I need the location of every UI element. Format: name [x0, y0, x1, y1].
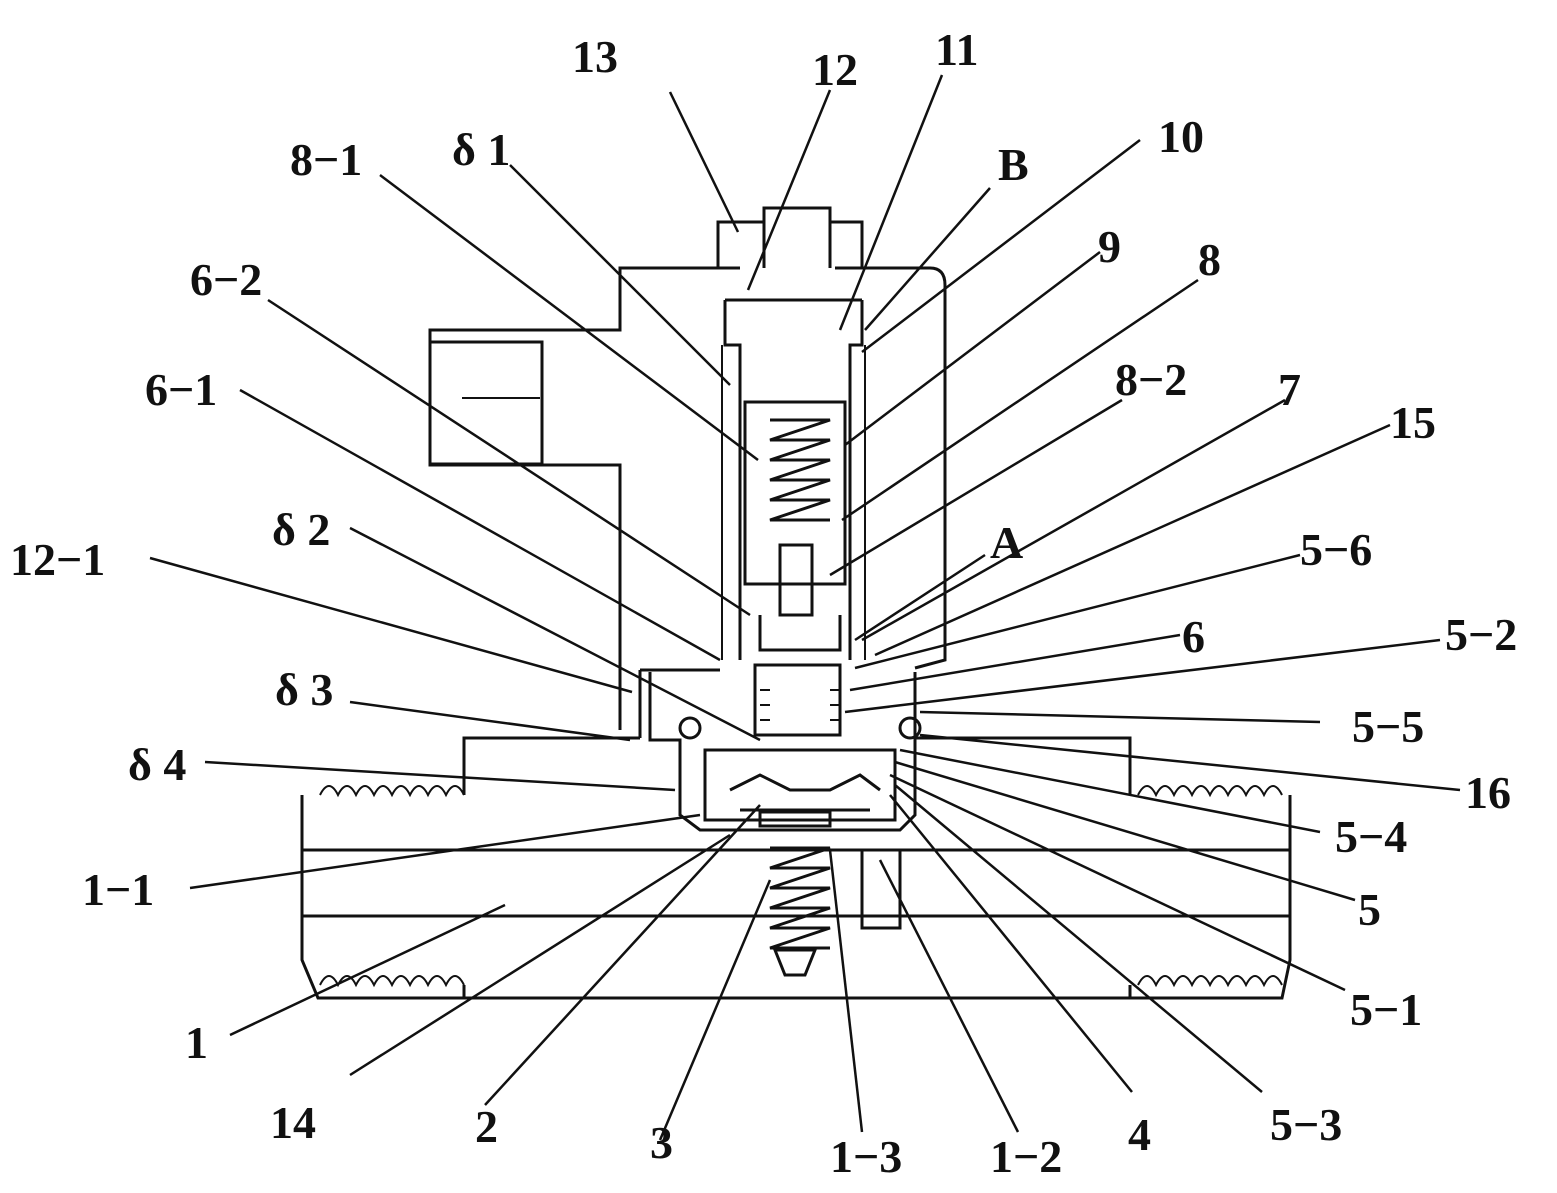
label-A: A [990, 517, 1023, 568]
label-6-1: 6−1 [145, 364, 217, 415]
label-7: 7 [1278, 364, 1301, 415]
label-5-5: 5−5 [1352, 701, 1424, 752]
armature-and-spring [743, 400, 847, 652]
label-15: 15 [1390, 397, 1436, 448]
label-16: 16 [1465, 767, 1511, 818]
label-14: 14 [270, 1097, 316, 1148]
label-13: 13 [572, 31, 618, 82]
label-8: 8 [1198, 234, 1221, 285]
label-delta1: δ 1 [452, 124, 510, 175]
label-5: 5 [1358, 884, 1381, 935]
label-12: 12 [812, 44, 858, 95]
valve-body [300, 736, 1292, 1000]
coil-housing [428, 266, 947, 738]
label-1-1: 1−1 [82, 864, 154, 915]
label-delta4: δ 4 [128, 739, 186, 790]
label-11: 11 [935, 24, 978, 75]
valve-seat-assembly [648, 663, 922, 832]
label-2: 2 [475, 1101, 498, 1152]
label-12-1: 12−1 [10, 534, 105, 585]
label-4: 4 [1128, 1109, 1151, 1160]
label-5-6: 5−6 [1300, 524, 1372, 575]
leader-lines [149, 74, 1461, 1141]
label-delta3: δ 3 [275, 664, 333, 715]
label-5-4: 5−4 [1335, 811, 1407, 862]
label-6: 6 [1182, 611, 1205, 662]
label-8-2: 8−2 [1115, 354, 1187, 405]
label-B: B [998, 139, 1029, 190]
label-5-3: 5−3 [1270, 1099, 1342, 1150]
label-5-2: 5−2 [1445, 609, 1517, 660]
label-8-1: 8−1 [290, 134, 362, 185]
label-1: 1 [185, 1017, 208, 1068]
top-core [716, 206, 866, 660]
label-6-2: 6−2 [190, 254, 262, 305]
label-delta2: δ 2 [272, 504, 330, 555]
label-3: 3 [650, 1117, 673, 1168]
lower-spring [769, 846, 902, 977]
label-10: 10 [1158, 111, 1204, 162]
label-9: 9 [1098, 221, 1121, 272]
label-1-2: 1−2 [990, 1131, 1062, 1182]
label-1-3: 1−3 [830, 1131, 902, 1182]
thread-marks [319, 785, 1283, 988]
label-5-1: 5−1 [1350, 984, 1422, 1035]
